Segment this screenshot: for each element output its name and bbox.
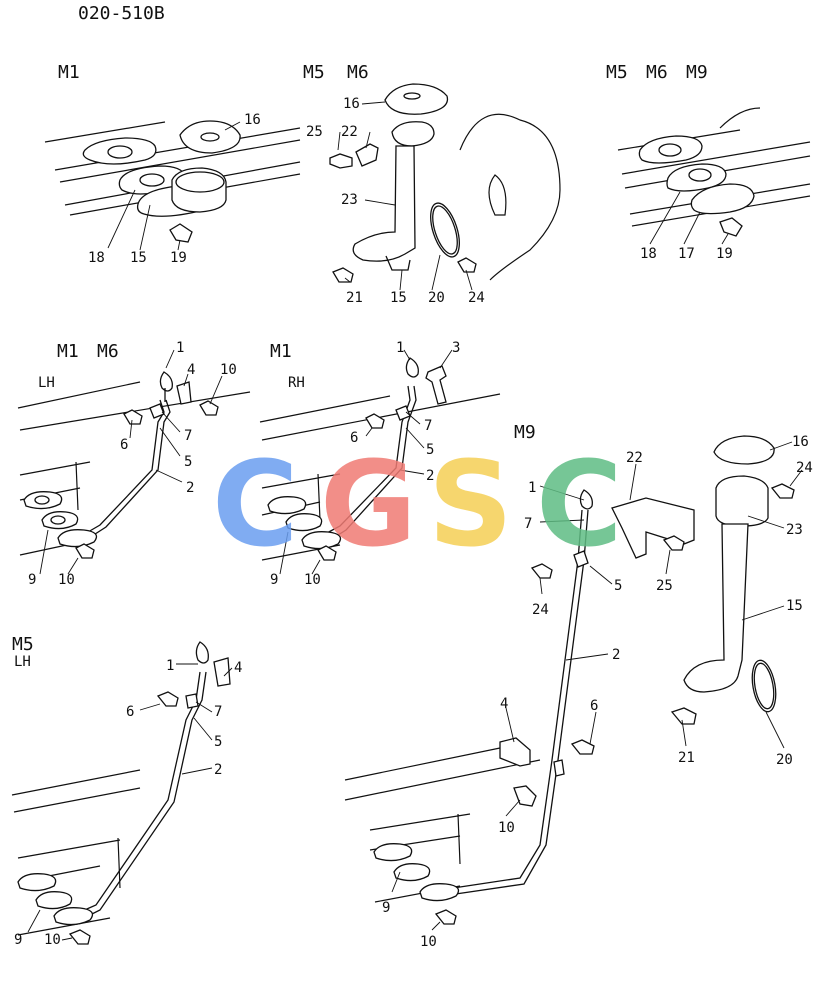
variant-label: M5 [606, 62, 628, 83]
callout: 2 [426, 468, 434, 484]
callout: 7 [524, 516, 532, 532]
callout: 23 [786, 522, 803, 538]
callout: 20 [428, 290, 445, 306]
variant-label: M9 [514, 422, 536, 443]
variant-label: M6 [347, 62, 369, 83]
side-label: LH [14, 654, 31, 670]
group-m5-m6-m9-plate: M5 M6 M9 18 17 19 [606, 62, 811, 262]
callout: 10 [420, 934, 437, 950]
callout: 10 [44, 932, 61, 948]
variant-label: M6 [646, 62, 668, 83]
watermark-letter: C [536, 435, 623, 573]
callout: 22 [626, 450, 643, 466]
callout: 5 [184, 454, 192, 470]
callout: 9 [14, 932, 22, 948]
callout: 1 [396, 340, 404, 356]
callout: 18 [640, 246, 657, 262]
callout: 24 [468, 290, 485, 306]
callout: 23 [341, 192, 358, 208]
callout: 2 [612, 647, 620, 663]
group-m1-cap: M1 16 18 15 19 [44, 62, 301, 266]
group-m5-lh-dipstick: M5 LH 1 4 6 7 5 2 9 10 [11, 634, 242, 948]
callout: 6 [120, 437, 128, 453]
callout: 1 [166, 658, 174, 674]
callout: 7 [184, 428, 192, 444]
callout: 5 [614, 578, 622, 594]
callout: 20 [776, 752, 793, 768]
group-m9-dipstick-filler: M9 1 7 22 24 5 [344, 422, 813, 950]
callout: 10 [58, 572, 75, 588]
callout: 10 [498, 820, 515, 836]
document-code: 020-510B [78, 3, 165, 24]
callout: 4 [500, 696, 508, 712]
callout: 4 [187, 362, 195, 378]
variant-label: M9 [686, 62, 708, 83]
callout: 19 [716, 246, 733, 262]
callout: 7 [214, 704, 222, 720]
group-m5-m6-filler: M5 M6 16 25 22 23 21 15 20 24 [303, 62, 561, 306]
callout: 6 [350, 430, 358, 446]
variant-label: M1 [57, 341, 79, 362]
callout: 5 [214, 734, 222, 750]
watermark-letter: G [320, 435, 417, 573]
callout: 24 [532, 602, 549, 618]
callout: 15 [130, 250, 147, 266]
callout: 5 [426, 442, 434, 458]
callout: 21 [346, 290, 363, 306]
callout: 21 [678, 750, 695, 766]
callout: 6 [126, 704, 134, 720]
callout: 9 [28, 572, 36, 588]
watermark-letter: C [212, 435, 299, 573]
callout: 24 [796, 460, 813, 476]
callout: 25 [656, 578, 673, 594]
callout: 4 [234, 660, 242, 676]
callout: 16 [244, 112, 261, 128]
side-label: LH [38, 375, 55, 391]
callout: 22 [341, 124, 358, 140]
callout: 2 [214, 762, 222, 778]
callout: 9 [382, 900, 390, 916]
variant-label: M6 [97, 341, 119, 362]
callout: 3 [452, 340, 460, 356]
variant-label: M5 [303, 62, 325, 83]
variant-label: M5 [12, 634, 34, 655]
variant-label: M1 [270, 341, 292, 362]
callout: 9 [270, 572, 278, 588]
callout: 7 [424, 418, 432, 434]
callout: 10 [304, 572, 321, 588]
callout: 2 [186, 480, 194, 496]
callout: 18 [88, 250, 105, 266]
callout: 1 [528, 480, 536, 496]
callout: 1 [176, 340, 184, 356]
side-label: RH [288, 375, 305, 391]
group-m1-m6-lh-dipstick: M1 M6 LH 1 4 10 6 7 5 2 9 10 [17, 340, 251, 588]
callout: 19 [170, 250, 187, 266]
callout: 6 [590, 698, 598, 714]
callout: 16 [792, 434, 809, 450]
callout: 15 [786, 598, 803, 614]
callout: 15 [390, 290, 407, 306]
callout: 16 [343, 96, 360, 112]
variant-label: M1 [58, 62, 80, 83]
group-m1-rh-dipstick: M1 RH 1 3 7 6 5 2 9 10 [259, 340, 501, 588]
callout: 10 [220, 362, 237, 378]
watermark-letter: S [428, 435, 513, 573]
callout: 17 [678, 246, 695, 262]
callout: 25 [306, 124, 323, 140]
